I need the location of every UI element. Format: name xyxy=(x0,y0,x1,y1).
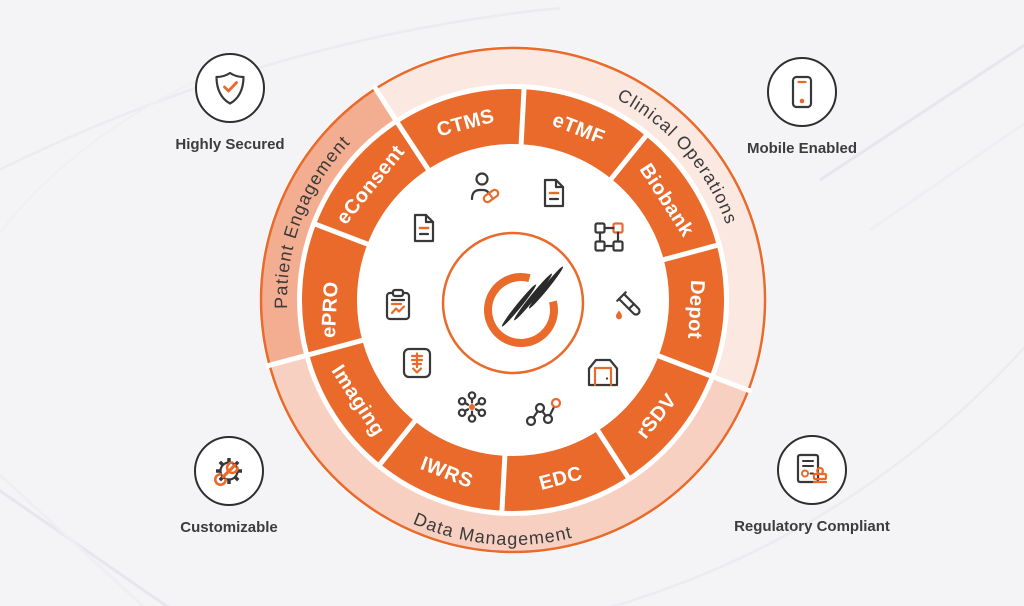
module-segment-iwrs xyxy=(380,421,505,511)
module-segment-imaging xyxy=(309,340,415,464)
module-segment-epro xyxy=(302,224,368,355)
module-ring xyxy=(302,89,724,511)
module-label-depot: Depot xyxy=(683,279,708,339)
module-segment-biobank xyxy=(611,136,717,260)
test-tube-icon xyxy=(616,291,641,320)
segment-dividers xyxy=(265,83,753,514)
badge-label: Regulatory Compliant xyxy=(734,518,890,535)
clipboard-chart-icon xyxy=(385,288,411,321)
warehouse-icon xyxy=(587,358,619,387)
module-segment-econsent xyxy=(316,123,428,245)
module-segment-etmf xyxy=(521,89,646,179)
badge-customizable: Customizable xyxy=(159,436,299,536)
badge-mobile-enabled: Mobile Enabled xyxy=(732,57,872,157)
inner-circle-outline xyxy=(441,231,585,375)
claw-mark-circle-logo xyxy=(484,266,564,347)
module-segment-edc xyxy=(502,430,628,511)
module-segment-depot xyxy=(658,245,724,376)
module-segment-ctms xyxy=(398,89,524,170)
document-icon xyxy=(543,178,565,208)
hub-network-icon xyxy=(457,391,487,423)
patient-medication-icon xyxy=(470,172,500,204)
linked-samples-icon xyxy=(594,222,624,252)
document-stamp-icon xyxy=(777,435,847,505)
band-outer-rims xyxy=(259,46,767,554)
badge-label: Customizable xyxy=(180,519,278,536)
badge-label: Mobile Enabled xyxy=(746,140,857,157)
category-band-data-management xyxy=(268,355,750,554)
badge-regulatory-compliant: Regulatory Compliant xyxy=(722,435,902,535)
background-swooshes xyxy=(0,6,1024,606)
mobile-phone-icon xyxy=(767,57,837,127)
module-icons xyxy=(385,172,641,427)
gear-wrench-icon xyxy=(194,436,264,506)
category-band-patient-engagement xyxy=(259,87,396,366)
spine-xray-icon xyxy=(402,347,432,379)
module-segment-rsdv xyxy=(598,355,710,477)
consent-document-icon xyxy=(413,213,435,243)
badge-highly-secured: Highly Secured xyxy=(160,53,300,153)
molecule-icon xyxy=(525,397,562,427)
category-band-clinical-operations xyxy=(375,46,767,391)
shield-check-icon xyxy=(195,53,265,123)
badge-label: Highly Secured xyxy=(175,136,285,153)
module-label-epro: ePRO xyxy=(318,281,343,339)
